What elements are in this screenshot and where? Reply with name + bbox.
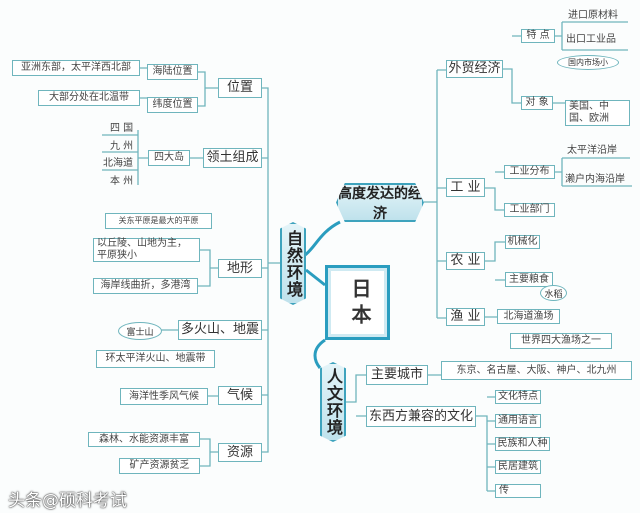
terrain-node: 地形 bbox=[218, 259, 262, 278]
island-item: 北海道 bbox=[103, 158, 133, 169]
industry-dist: 工业分布 bbox=[504, 165, 555, 179]
center-node: 日本 bbox=[325, 265, 390, 340]
resources-poor: 矿产资源贫乏 bbox=[119, 458, 200, 474]
island-item: 本 州 bbox=[110, 176, 134, 187]
resources-node: 资源 bbox=[218, 443, 262, 462]
terrain-coast: 海岸线曲折，多港湾 bbox=[93, 278, 198, 294]
latitude-node: 纬度位置 bbox=[147, 97, 198, 113]
human-branch: 人文环境 bbox=[320, 362, 346, 442]
sea-land-desc: 亚洲东部，太平洋西北部 bbox=[12, 60, 140, 76]
fish-note: 世界四大渔场之一 bbox=[510, 333, 612, 349]
islands-node: 四大岛 bbox=[148, 150, 190, 166]
industry-seto: 濑户内海沿岸 bbox=[565, 174, 625, 185]
trade-partner-label: 对 象 bbox=[521, 96, 553, 110]
territory-node: 领土组成 bbox=[203, 148, 262, 168]
trade-import: 进口原材料 bbox=[568, 10, 618, 21]
resources-rich: 森林、水能资源丰富 bbox=[88, 432, 200, 447]
fish-node: 渔 业 bbox=[446, 308, 485, 326]
trade-partners: 美国、中国、欧洲 bbox=[565, 100, 630, 126]
trade-export: 出口工业品 bbox=[566, 34, 616, 45]
trade-node: 外贸经济 bbox=[446, 60, 503, 78]
cities-node: 主要城市 bbox=[366, 365, 428, 385]
fish-ground: 北海道渔场 bbox=[497, 309, 560, 324]
watermark: 头条@硕科考试 bbox=[8, 491, 127, 511]
climate-node: 气候 bbox=[218, 386, 262, 405]
industry-pacific: 太平洋沿岸 bbox=[567, 145, 617, 156]
agri-mech: 机械化 bbox=[505, 235, 540, 249]
latitude-desc: 大部分处在北温带 bbox=[38, 90, 140, 106]
culture-item: 传 bbox=[495, 484, 541, 498]
economy-branch: 高度发达的经济 bbox=[336, 183, 424, 222]
terrain-note: 关东平原是最大的平原 bbox=[105, 213, 212, 229]
agri-node: 农 业 bbox=[446, 252, 485, 270]
culture-item: 民居建筑 bbox=[495, 460, 541, 474]
volcano-belt: 环太平洋火山、地震带 bbox=[96, 350, 215, 368]
culture-node: 东西方兼容的文化 bbox=[366, 406, 476, 427]
terrain-main: 以丘陵、山地为主，平原狭小 bbox=[93, 238, 200, 262]
culture-item: 文化特点 bbox=[495, 390, 541, 404]
sea-land-node: 海陆位置 bbox=[147, 64, 198, 80]
volcano-node: 多火山、地震 bbox=[178, 320, 262, 340]
trade-feature: 特 点 bbox=[521, 29, 555, 43]
climate-desc: 海洋性季风气候 bbox=[120, 388, 208, 405]
trade-reason: 国内市场小 bbox=[557, 55, 619, 70]
industry-node: 工 业 bbox=[446, 178, 485, 197]
center-title: 日本 bbox=[348, 278, 372, 330]
cities-list: 东京、名古屋、大阪、神户、北九州 bbox=[441, 361, 632, 380]
culture-item: 通用语言 bbox=[495, 414, 541, 428]
nature-branch: 自然环境 bbox=[280, 222, 306, 305]
industry-sectors: 工业部门 bbox=[504, 203, 555, 217]
island-item: 九 州 bbox=[110, 141, 134, 152]
agri-rice: 水稻 bbox=[540, 285, 567, 301]
culture-item: 民族和人种 bbox=[495, 437, 550, 451]
agri-grain: 主要粮食 bbox=[505, 272, 553, 287]
island-item: 四 国 bbox=[110, 123, 134, 134]
fuji-bubble: 富士山 bbox=[118, 322, 162, 340]
location-node: 位置 bbox=[218, 78, 262, 98]
